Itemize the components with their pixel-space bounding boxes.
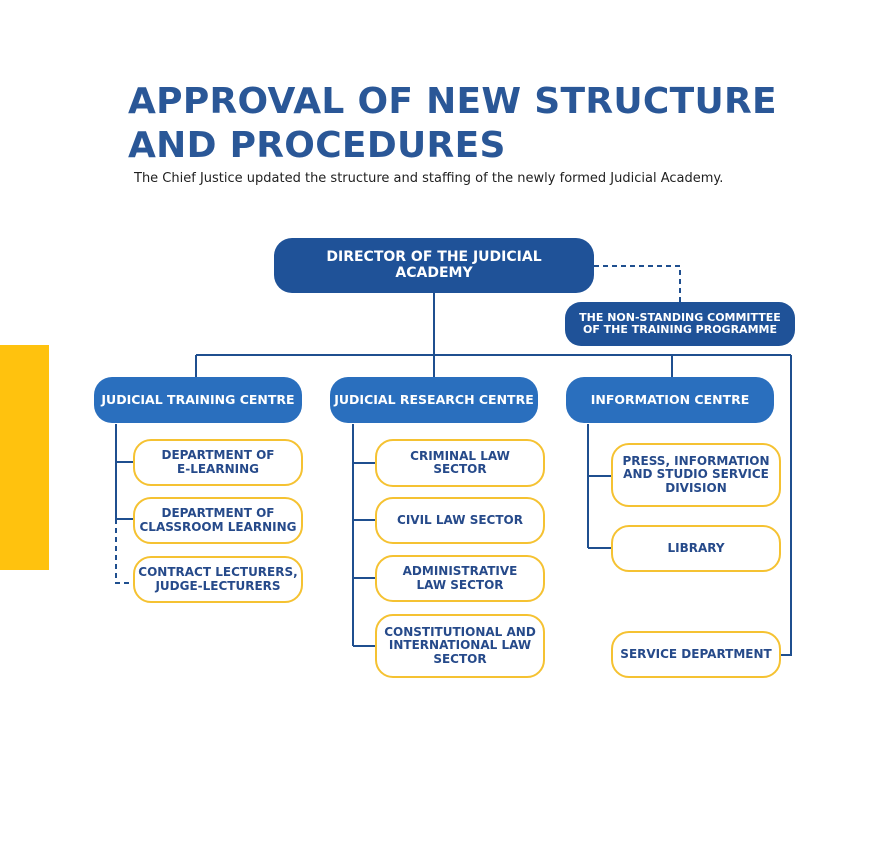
administrative-law-sector-box: ADMINISTRATIVE LAW SECTOR — [375, 555, 545, 602]
dashed-connector-contract-lecturers — [115, 519, 134, 584]
library-box: LIBRARY — [611, 525, 781, 572]
elearning-department-box: DEPARTMENT OF E-LEARNING — [133, 439, 303, 486]
connector-to-service — [780, 355, 792, 656]
contract-lecturers-box: CONTRACT LECTURERS, JUDGE-LECTURERS — [133, 556, 303, 603]
committee-box: THE NON-STANDING COMMITTEE OF THE TRAINI… — [565, 302, 795, 346]
training-centre-box: JUDICIAL TRAINING CENTRE — [94, 377, 302, 423]
criminal-law-sector-box: CRIMINAL LAW SECTOR — [375, 439, 545, 487]
title-line-1: APPROVAL OF NEW STRUCTURE — [128, 81, 777, 122]
research-centre-box: JUDICIAL RESEARCH CENTRE — [330, 377, 538, 423]
service-department-box: SERVICE DEPARTMENT — [611, 631, 781, 678]
civil-law-sector-box: CIVIL LAW SECTOR — [375, 497, 545, 544]
director-box: DIRECTOR OF THE JUDICIAL ACADEMY — [274, 238, 594, 293]
press-information-studio-division-box: PRESS, INFORMATION AND STUDIO SERVICE DI… — [611, 443, 781, 507]
yellow-accent-bar — [0, 345, 49, 570]
title-line-2: AND PROCEDURES — [128, 125, 506, 166]
information-centre-box: INFORMATION CENTRE — [566, 377, 774, 423]
dashed-connector-committee — [594, 265, 681, 302]
page-title: APPROVAL OF NEW STRUCTURE AND PROCEDURES — [128, 80, 777, 168]
classroom-learning-department-box: DEPARTMENT OF CLASSROOM LEARNING — [133, 497, 303, 544]
constitutional-international-law-sector-box: CONSTITUTIONAL AND INTERNATIONAL LAW SEC… — [375, 614, 545, 678]
page-subtitle: The Chief Justice updated the structure … — [134, 171, 724, 186]
